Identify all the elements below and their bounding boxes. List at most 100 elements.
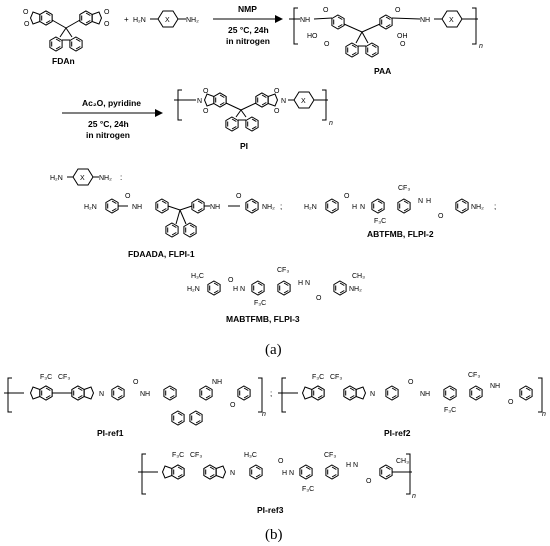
- mabtfmb-n2: N: [305, 280, 310, 287]
- pi-structure: N O O O O N X n PI: [174, 88, 333, 151]
- abtfmb-o2: O: [438, 213, 444, 220]
- mabtfmb-h3c: H₃C: [191, 273, 204, 280]
- pi-x: X: [301, 98, 306, 105]
- diamine-x: X: [165, 17, 170, 24]
- abtfmb-n2: N: [418, 198, 423, 205]
- diamine-definition: H₂N X NH₂ :: [50, 168, 122, 186]
- pi-o4: O: [274, 108, 280, 115]
- pi-ref2-label: PI-ref2: [384, 428, 411, 438]
- pi-n: n: [329, 120, 333, 127]
- fdan-label: FDAn: [52, 56, 75, 66]
- abtfmb-o1: O: [344, 193, 350, 200]
- fdaada-nh2-end: NH₂: [262, 204, 275, 211]
- ref3-cf3: CF₃: [190, 452, 202, 459]
- ref3-n: N: [230, 470, 235, 477]
- sep-b: ;: [270, 389, 272, 398]
- step1-conditions-1: 25 °C, 24h: [228, 25, 269, 35]
- h2n-left: H₂N: [133, 17, 146, 24]
- pi-o3: O: [274, 88, 280, 95]
- ref3-n2: N: [289, 470, 294, 477]
- ref1-n-sub: n: [262, 411, 266, 418]
- paa-x: X: [449, 17, 454, 24]
- pi-ref2-structure: F₃C CF₃ N O NH CF₃ F₃C NH O n PI-ref2: [278, 372, 546, 438]
- step1-conditions-2: in nitrogen: [226, 36, 270, 46]
- ref3-n3: N: [353, 462, 358, 469]
- ref2-o2: O: [508, 399, 514, 406]
- ref3-n-sub: n: [412, 493, 416, 500]
- def-nh2: NH₂: [99, 175, 112, 182]
- ref2-n-sub: n: [542, 411, 546, 418]
- fdaada-label: FDAADA, FLPI-1: [128, 249, 195, 259]
- step2-conditions-1: 25 °C, 24h: [88, 119, 129, 129]
- ref1-nh2: NH: [212, 379, 222, 386]
- fdaada-nh2: NH: [210, 204, 220, 211]
- sep-1: ;: [280, 202, 282, 211]
- panel-a-label: (a): [265, 342, 282, 358]
- paa-o3: O: [395, 7, 401, 14]
- paa-nh: NH: [420, 17, 430, 24]
- generic-diamine: H₂N X NH₂: [133, 10, 199, 28]
- def-h2n: H₂N: [50, 175, 63, 182]
- plus-sign: +: [124, 15, 129, 24]
- fdaada-o1: O: [125, 193, 131, 200]
- pi-ref1-structure: F₃C CF₃ N O NH NH O n ; PI-ref1: [4, 374, 272, 438]
- abtfmb-label: ABTFMB, FLPI-2: [367, 229, 434, 239]
- ref1-o2: O: [230, 402, 236, 409]
- pi-o1: O: [203, 88, 209, 95]
- abtfmb-nh2: NH₂: [471, 204, 484, 211]
- ref3-h: H: [282, 470, 287, 477]
- scheme-a: O O O O FDAn + H₂N X NH₂ NMP 25 °C, 24h …: [23, 4, 496, 358]
- nh2-right: NH₂: [186, 17, 199, 24]
- abtfmb-h2n: H₂N: [304, 204, 317, 211]
- ref3-ch3: CH₃: [396, 458, 409, 465]
- panel-b-label: (b): [265, 527, 283, 543]
- ref2-f3cb: F₃C: [444, 407, 456, 414]
- ref3-o2: O: [366, 478, 372, 485]
- mabtfmb-o2: O: [316, 295, 322, 302]
- sep-2: ;: [494, 202, 496, 211]
- mabtfmb-structure: H₂N H₃C O H N CF₃ F₃C H N O CH₃ NH₂ MABT…: [187, 267, 365, 324]
- fdan-o2: O: [24, 21, 30, 28]
- fdan-structure: O O O O FDAn: [23, 9, 110, 66]
- ref3-cf3b: CF₃: [324, 452, 336, 459]
- ref1-nh: NH: [140, 391, 150, 398]
- ref1-cf3: CF₃: [58, 374, 70, 381]
- ref2-o: O: [408, 379, 414, 386]
- paa-structure: NH O HO O O NH OH O X n PAA: [289, 7, 483, 76]
- pi-n1: N: [197, 98, 202, 105]
- ref2-nh: NH: [420, 391, 430, 398]
- fdan-o3: O: [104, 9, 110, 16]
- abtfmb-h: H: [352, 204, 357, 211]
- def-colon: :: [120, 173, 122, 182]
- paa-ho: HO: [307, 33, 318, 40]
- ref2-n: N: [370, 391, 375, 398]
- ref1-n: N: [99, 391, 104, 398]
- ref2-f3c: F₃C: [312, 374, 324, 381]
- paa-n: n: [479, 43, 483, 50]
- step2-conditions-2: in nitrogen: [86, 130, 130, 140]
- abtfmb-n1: N: [360, 204, 365, 211]
- paa-o2: O: [324, 41, 330, 48]
- mabtfmb-h: H: [233, 286, 238, 293]
- abtfmb-cf3: CF₃: [398, 185, 410, 192]
- ref3-f3cb: F₃C: [302, 486, 314, 493]
- ref2-cf3: CF₃: [330, 374, 342, 381]
- paa-o1: O: [323, 7, 329, 14]
- pi-n2: N: [281, 98, 286, 105]
- abtfmb-f3c: F₃C: [374, 218, 386, 225]
- step2-reagents: Ac₂O, pyridine: [82, 98, 141, 108]
- mabtfmb-f3c: F₃C: [254, 300, 266, 307]
- ref2-cf3b: CF₃: [468, 372, 480, 379]
- mabtfmb-cf3: CF₃: [277, 267, 289, 274]
- ref3-o: O: [278, 458, 284, 465]
- fdaada-nh1: NH: [132, 204, 142, 211]
- pi-ref3-label: PI-ref3: [257, 505, 284, 515]
- mabtfmb-nh2: NH₂: [349, 286, 362, 293]
- fdan-o4: O: [104, 21, 110, 28]
- abtfmb-h2: H: [426, 198, 431, 205]
- pi-label: PI: [240, 141, 248, 151]
- paa-label: PAA: [374, 66, 391, 76]
- scheme-b: F₃C CF₃ N O NH NH O n ; PI-ref1: [4, 372, 546, 543]
- mabtfmb-o1: O: [228, 277, 234, 284]
